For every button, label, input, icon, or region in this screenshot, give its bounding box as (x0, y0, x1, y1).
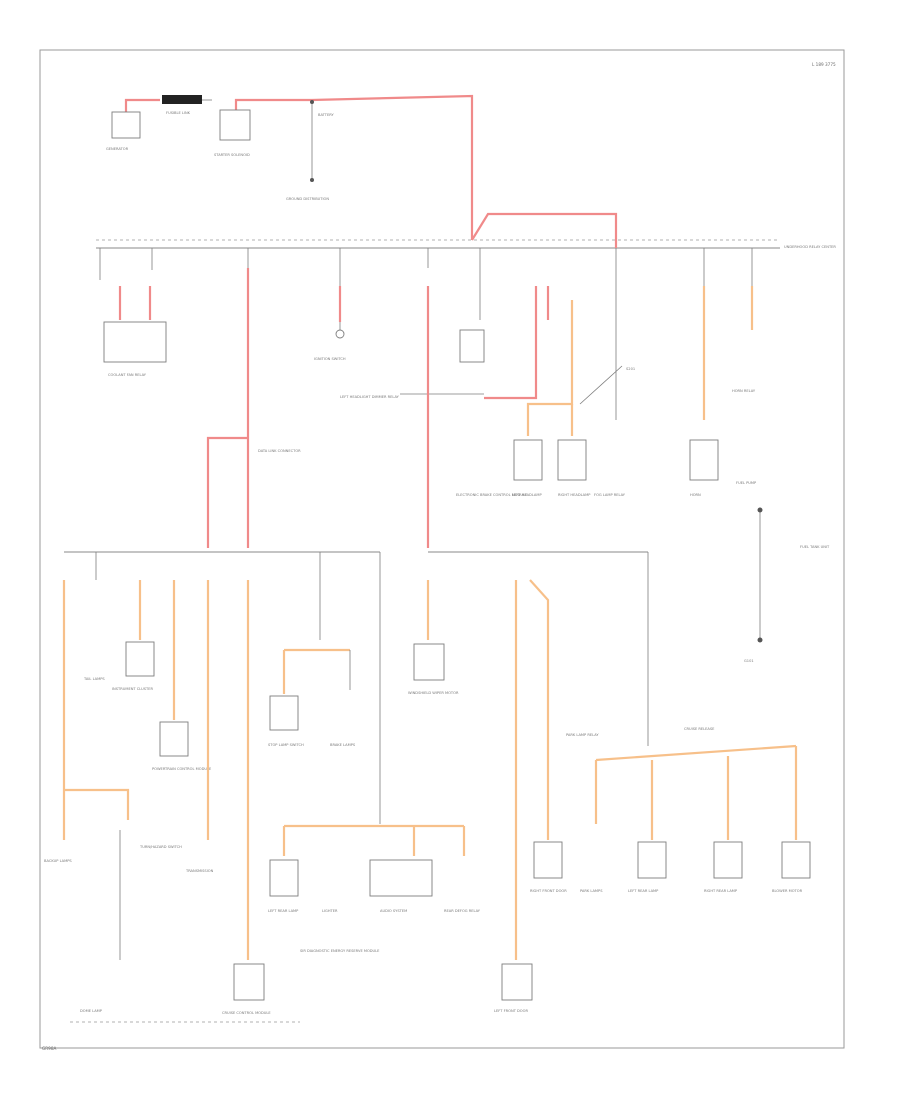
horn-switch-label: TURN/HAZARD SWITCH (139, 845, 182, 849)
blower-box (781, 841, 811, 879)
ground-distribution-label: GROUND DISTRIBUTION (286, 197, 329, 201)
starter-solenoid-box (219, 109, 251, 141)
page-code: L 189 3775 (812, 62, 836, 67)
park-lamps-label: PARK LAMPS (580, 889, 603, 893)
fuel-tank-label: FUEL TANK UNIT (800, 545, 830, 549)
fuel-pump-group: FUEL PUMP FUEL TANK UNIT G101 (736, 481, 830, 663)
right-headlamp-box (557, 439, 587, 481)
transmission-label: TRANSMISSION (185, 869, 214, 873)
rear-defog-label: REAR DEFOG RELAY (444, 909, 481, 913)
left-rear-lamp-label: LEFT REAR LAMP (268, 909, 299, 913)
instrument-panel-label: DATA LINK CONNECTOR (258, 449, 301, 453)
fusible-link-label: FUSIBLE LINK (166, 111, 191, 115)
left-headlight-dimmer-label: LEFT HEADLIGHT DIMMER RELAY (340, 395, 400, 399)
dimmer-wire (484, 286, 538, 400)
tail-lamps-label: TAIL LAMPS (83, 677, 105, 681)
right-front-door-label: RIGHT FRONT DOOR (530, 889, 567, 893)
audio-system-label: AUDIO SYSTEM (380, 909, 407, 913)
left-rear-lamp-label-2: LEFT REAR LAMP (628, 889, 659, 893)
battery-label: BATTERY (318, 113, 335, 117)
pcm-label: POWERTRAIN CONTROL MODULE (152, 767, 212, 771)
diagram-frame (39, 49, 845, 1049)
stop-lamp-switch-box (269, 695, 299, 731)
instrument-cluster-label: INSTRUMENT CLUSTER (112, 687, 153, 691)
left-front-door-label: LEFT FRONT DOOR (494, 1009, 528, 1013)
windshield-wiper-label: WINDSHIELD WIPER MOTOR (408, 691, 459, 695)
right-rear-lamp-label: RIGHT REAR LAMP (704, 889, 738, 893)
cruise-control-box (233, 963, 265, 1001)
splice-label: S201 (626, 367, 635, 371)
starter-solenoid-label: STARTER SOLENOID (214, 153, 250, 157)
left-headlamp-box (513, 439, 543, 481)
sir-label: SIR DIAGNOSTIC ENERGY RESERVE MODULE (300, 949, 380, 953)
fusible-link-symbol (162, 95, 202, 104)
left-front-door-box (501, 963, 533, 1001)
windshield-wiper-box (413, 643, 445, 681)
ignition-switch-label: IGNITION SWITCH (314, 357, 346, 361)
fuel-pump-label: FUEL PUMP (736, 481, 757, 485)
coolant-fan-relay-label: COOLANT FAN RELAY (108, 373, 147, 377)
horn-relay-label: HORN RELAY (732, 389, 756, 393)
brake-lamps-label: BRAKE LAMPS (330, 743, 356, 747)
dome-lamp-label: DOME LAMP (80, 1009, 103, 1013)
fog-lamp-label: FOG LAMP RELAY (594, 493, 626, 497)
lower-bus-group: TAIL LAMPS BACKUP LAMPS TURN/HAZARD SWIT… (44, 551, 811, 1015)
coolant-fan-relay-box (103, 321, 167, 363)
left-rear-park-box (637, 841, 667, 879)
bus-feed-wire (471, 212, 618, 248)
park-lamp-relay-label: PARK LAMP RELAY (566, 733, 599, 737)
horn-label: HORN (690, 493, 701, 497)
generator-label: GENERATOR (106, 147, 129, 151)
power-source-group: GENERATOR FUSIBLE LINK STARTER SOLENOID … (106, 94, 474, 240)
blower-label: BLOWER MOTOR (772, 889, 803, 893)
generator-box (111, 111, 141, 139)
battery-feed-wire (234, 94, 474, 240)
left-headlamp-label: LEFT HEADLAMP (512, 493, 542, 497)
right-rear-park-box (713, 841, 743, 879)
audio-system-box (369, 859, 433, 897)
backup-lamps-label: BACKUP LAMPS (44, 859, 72, 863)
lighter-label: LIGHTER (322, 909, 338, 913)
horn-box (689, 439, 719, 481)
pcm-box (159, 721, 189, 757)
headlight-dimmer-relay-box (459, 329, 485, 363)
left-rear-lamp-box (269, 859, 299, 897)
right-front-door-box (533, 841, 563, 879)
ignition-switch-symbol (335, 329, 345, 339)
cruise-control-label: CRUISE CONTROL MODULE (222, 1011, 271, 1015)
cruise-release-label: CRUISE RELEASE (684, 727, 715, 731)
ebcm-label: ELECTRONIC BRAKE CONTROL MODULE (456, 493, 528, 497)
stop-lamp-switch-label: STOP LAMP SWITCH (268, 743, 304, 747)
middle-feed-group: DATA LINK CONNECTOR (206, 268, 430, 548)
underhood-relay-label: UNDERHOOD RELAY CENTER (784, 245, 836, 249)
instrument-cluster-box (125, 641, 155, 677)
underhood-bus-group: UNDERHOOD RELAY CENTER COOLANT FAN RELAY… (96, 212, 836, 497)
right-headlamp-label: RIGHT HEADLAMP (558, 493, 591, 497)
ground-label: G101 (744, 659, 754, 663)
footer-code: GR98A (42, 1046, 56, 1051)
